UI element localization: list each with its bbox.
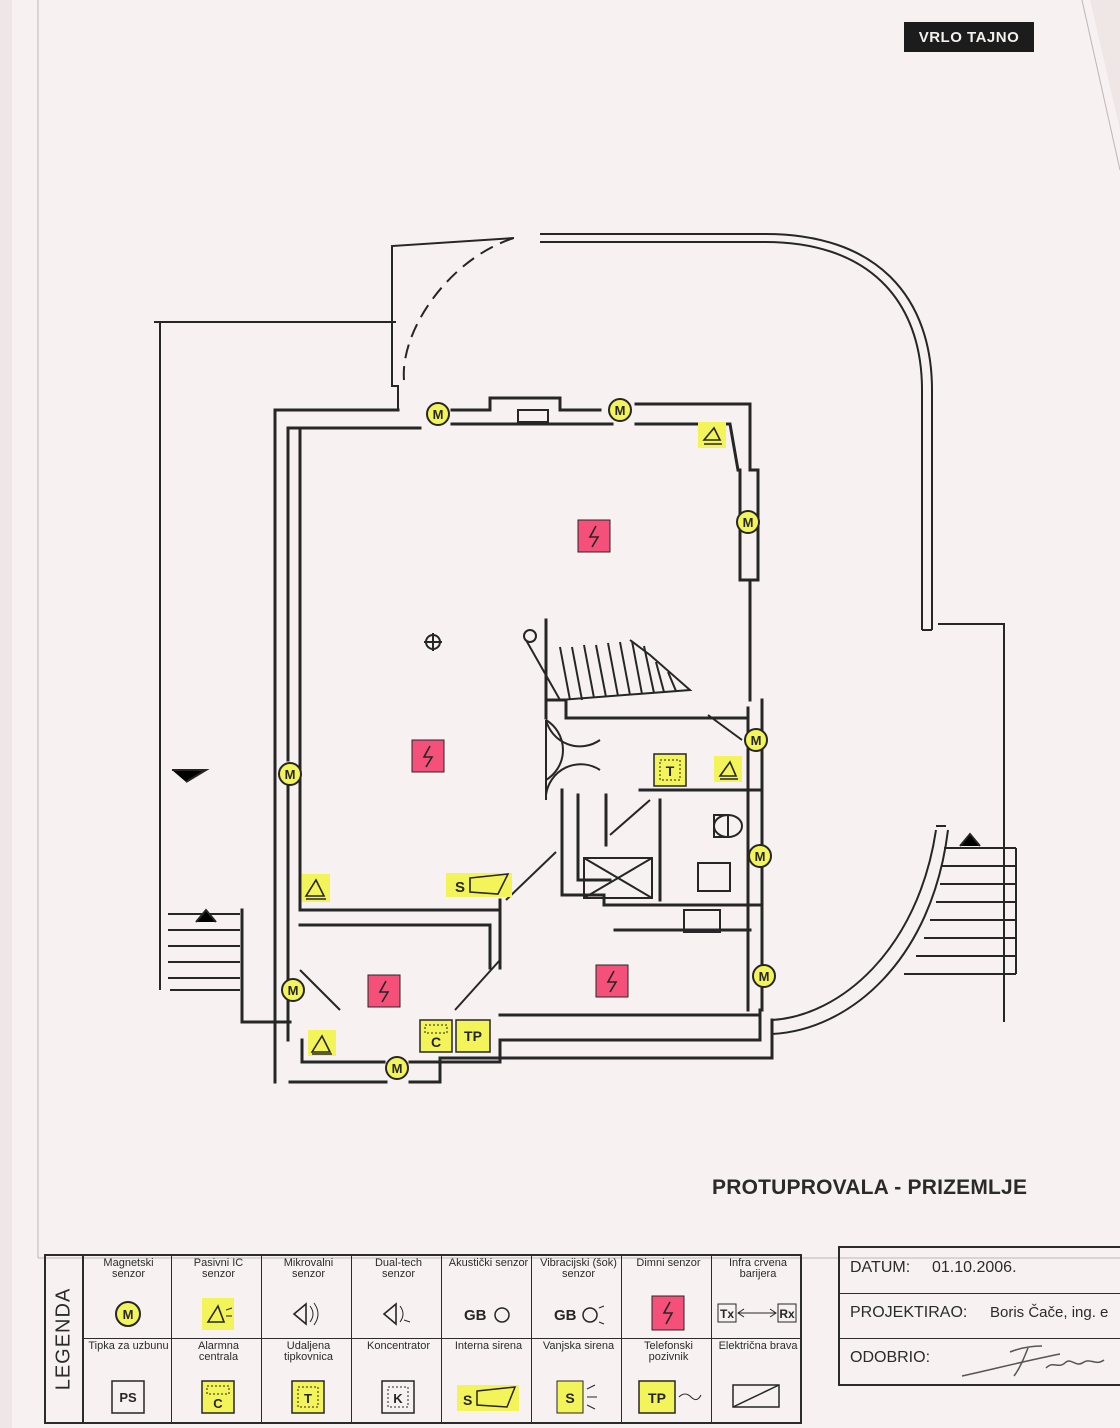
- legend-passive-ir-sensor: Pasivni IC senzor: [174, 1256, 262, 1338]
- svg-text:GB: GB: [464, 1307, 487, 1324]
- svg-text:M: M: [615, 403, 626, 418]
- svg-text:M: M: [285, 767, 296, 782]
- magnetic-sensor-3: M: [736, 510, 760, 534]
- doors: [299, 714, 743, 1011]
- svg-text:M: M: [288, 983, 299, 998]
- ceiling-light-icon: [424, 629, 537, 651]
- smoke-detector-2: [411, 739, 445, 773]
- svg-text:S: S: [565, 1390, 574, 1406]
- svg-text:Rx: Rx: [779, 1307, 795, 1321]
- staircase: [525, 639, 693, 702]
- dual-tech-icon: [382, 1302, 410, 1326]
- magnetic-sensor-6: M: [748, 844, 772, 868]
- legend-microwave-sensor: Mikrovalni senzor: [264, 1256, 352, 1338]
- acoustic-icon: GB: [464, 1307, 510, 1324]
- svg-text:M: M: [751, 733, 762, 748]
- legend-concentrator: Koncentrator K: [354, 1339, 442, 1422]
- terrace-outline: [154, 232, 1005, 1035]
- alarm-central: C: [419, 1019, 453, 1053]
- magnetic-sensor-8: M: [281, 978, 305, 1002]
- legend-external-siren: Vanjska sirena S: [534, 1339, 622, 1422]
- internal-siren: S: [446, 873, 512, 897]
- legend-panic-button: Tipka za uzbunu PS: [84, 1339, 172, 1422]
- magnetic-sensor-9: M: [385, 1056, 409, 1080]
- legend: LEGENDA Magnetski senzor M Pasivni IC se…: [44, 1254, 802, 1424]
- svg-text:M: M: [755, 849, 766, 864]
- svg-text:K: K: [393, 1391, 403, 1406]
- legend-electric-lock: Električna brava: [714, 1339, 800, 1422]
- passive-ir-sensor-3: [302, 874, 330, 902]
- magnetic-sensor-1: M: [426, 402, 450, 426]
- svg-text:C: C: [431, 1034, 441, 1050]
- svg-text:M: M: [392, 1061, 403, 1076]
- bathroom-fixtures: [583, 814, 743, 933]
- legend-remote-keypad: Udaljena tipkovnica T: [264, 1339, 352, 1422]
- smoke-detector-4: [595, 964, 629, 998]
- keypad: T: [653, 753, 687, 787]
- svg-text:M: M: [433, 407, 444, 422]
- legend-phone-dialer: Telefonski pozivnik TP: [624, 1339, 712, 1422]
- magnetic-sensor-7: M: [752, 964, 776, 988]
- signature: [961, 1345, 1105, 1377]
- passive-ir-sensor-4: [308, 1030, 336, 1056]
- svg-text:S: S: [463, 1392, 472, 1408]
- passive-ir-sensor-1: [698, 422, 726, 448]
- legend-internal-siren: Interna sirena S: [444, 1339, 532, 1422]
- svg-text:C: C: [213, 1396, 223, 1411]
- smoke-icon: [651, 1295, 684, 1331]
- svg-text:TP: TP: [464, 1028, 482, 1044]
- title-block: DATUM: 01.10.2006. PROJEKTIRAO: Boris Ča…: [838, 1246, 1120, 1386]
- magnetic-sensor-5: M: [744, 728, 768, 752]
- svg-text:Tx: Tx: [720, 1307, 734, 1321]
- legend-magnetic-sensor: Magnetski senzor M: [84, 1256, 172, 1338]
- svg-text:M: M: [743, 515, 754, 530]
- svg-text:T: T: [666, 763, 675, 779]
- legend-acoustic-sensor: Akustički senzor GB: [444, 1256, 532, 1338]
- passive-ir-icon: [201, 1298, 234, 1330]
- vibration-icon: GB: [554, 1305, 604, 1325]
- fireplace: [517, 409, 549, 423]
- designer-row: PROJEKTIRAO: Boris Čače, ing. e: [840, 1293, 1120, 1339]
- approved-row: ODOBRIO:: [840, 1338, 1120, 1383]
- smoke-detector-1: [577, 519, 611, 553]
- svg-text:TP: TP: [648, 1390, 666, 1406]
- electric-lock-icon: [732, 1384, 780, 1408]
- phone-dialer: TP: [455, 1019, 491, 1053]
- svg-text:T: T: [304, 1391, 312, 1406]
- plan-title: PROTUPROVALA - PRIZEMLJE: [712, 1176, 1028, 1199]
- terrace-steps: [168, 769, 1017, 979]
- legend-smoke-sensor: Dimni senzor: [624, 1256, 712, 1338]
- classification-stamp: VRLO TAJNO: [904, 22, 1034, 52]
- svg-text:M: M: [122, 1307, 133, 1322]
- magnetic-sensor-2: M: [608, 398, 632, 422]
- svg-text:M: M: [759, 969, 770, 984]
- magnetic-sensor-4: M: [278, 762, 302, 786]
- passive-ir-sensor-2: [714, 756, 742, 782]
- infrared-barrier-icon: Tx Rx: [717, 1303, 797, 1323]
- svg-text:PS: PS: [119, 1390, 137, 1405]
- svg-text:GB: GB: [554, 1307, 577, 1324]
- legend-dual-tech-sensor: Dual-tech senzor: [354, 1256, 442, 1338]
- smoke-detector-3: [367, 974, 401, 1008]
- legend-vibration-sensor: Vibracijski (šok) senzor GB: [534, 1256, 622, 1338]
- microwave-icon: [292, 1302, 318, 1326]
- date-row: DATUM: 01.10.2006.: [840, 1248, 1120, 1294]
- svg-text:S: S: [455, 879, 465, 896]
- legend-heading: LEGENDA: [46, 1256, 84, 1422]
- legend-alarm-central: Alarmna centrala C: [174, 1339, 262, 1422]
